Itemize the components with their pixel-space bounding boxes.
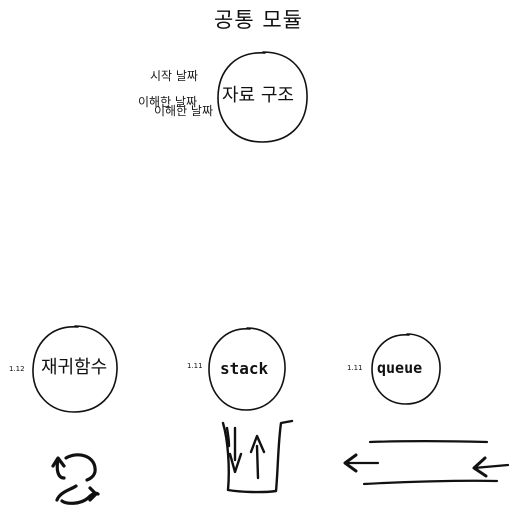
recursion-node-circle[interactable] — [32, 325, 118, 413]
page-title: 공통 모듈 — [214, 8, 303, 32]
recursion-node-label: 재귀함수 — [41, 357, 108, 378]
stack-version: 1.11 — [187, 362, 203, 370]
stack-node-circle[interactable] — [208, 327, 286, 411]
recursion-arrows-icon — [51, 453, 100, 505]
stack-node-label: stack — [220, 359, 269, 378]
data-structure-label: 자료 구조 — [222, 85, 294, 106]
queue-version: 1.11 — [347, 364, 363, 372]
understood-date-note-overlap: 이해한 날짜 — [154, 104, 214, 118]
queue-node-circle[interactable] — [371, 333, 441, 405]
start-date-note: 시작 날짜 — [150, 69, 198, 83]
data-structure-circle[interactable] — [217, 51, 308, 143]
understood-date-note: 이해한 날짜 — [138, 95, 198, 109]
queue-node-label: queue — [377, 359, 423, 377]
stack-cup-icon — [221, 419, 294, 494]
queue-pipe-icon — [343, 440, 510, 486]
recursion-version: 1.12 — [9, 365, 25, 373]
